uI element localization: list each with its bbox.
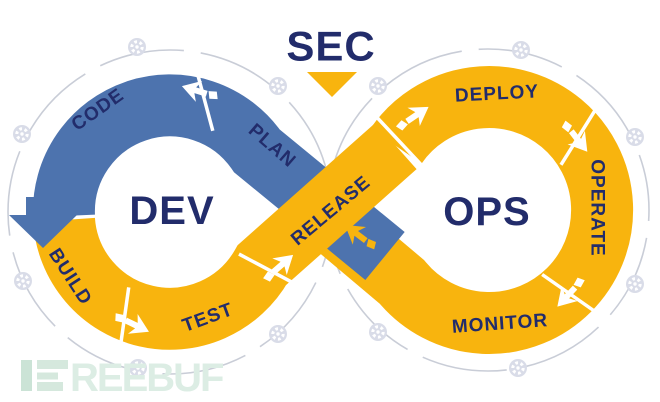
gear-node-icon <box>624 126 646 148</box>
dev-blue-band <box>32 74 405 280</box>
blue-transition-arrow-icon <box>9 197 77 248</box>
dev-label: DEV <box>129 189 214 233</box>
gear-node-icon <box>367 75 389 97</box>
gear-node-icon <box>507 357 529 379</box>
sec-pointer-icon <box>307 72 357 97</box>
freebuf-icon-bar <box>37 372 58 380</box>
dev-yellow-band <box>33 122 417 350</box>
ops-ring <box>318 66 634 354</box>
gear-node-icon <box>624 273 646 295</box>
ops-label: OPS <box>443 190 530 234</box>
freebuf-watermark: REEBUF <box>21 356 225 400</box>
operate-label: OPERATE <box>587 159 608 256</box>
gear-node-icon <box>12 270 34 292</box>
gear-node-icon <box>126 36 148 58</box>
deploy-label: DEPLOY <box>454 81 539 106</box>
freebuf-icon <box>21 360 32 391</box>
freebuf-icon-bar <box>37 360 68 369</box>
gear-node-icon <box>510 39 532 61</box>
gear-node-icon <box>267 75 289 97</box>
freebuf-icon-bar <box>37 382 63 391</box>
gear-node-icon <box>267 323 289 345</box>
gear-node-icon <box>11 123 33 145</box>
gear-node-icon <box>367 321 389 343</box>
sec-label: SEC <box>286 23 375 70</box>
freebuf-watermark-text: REEBUF <box>70 356 223 400</box>
